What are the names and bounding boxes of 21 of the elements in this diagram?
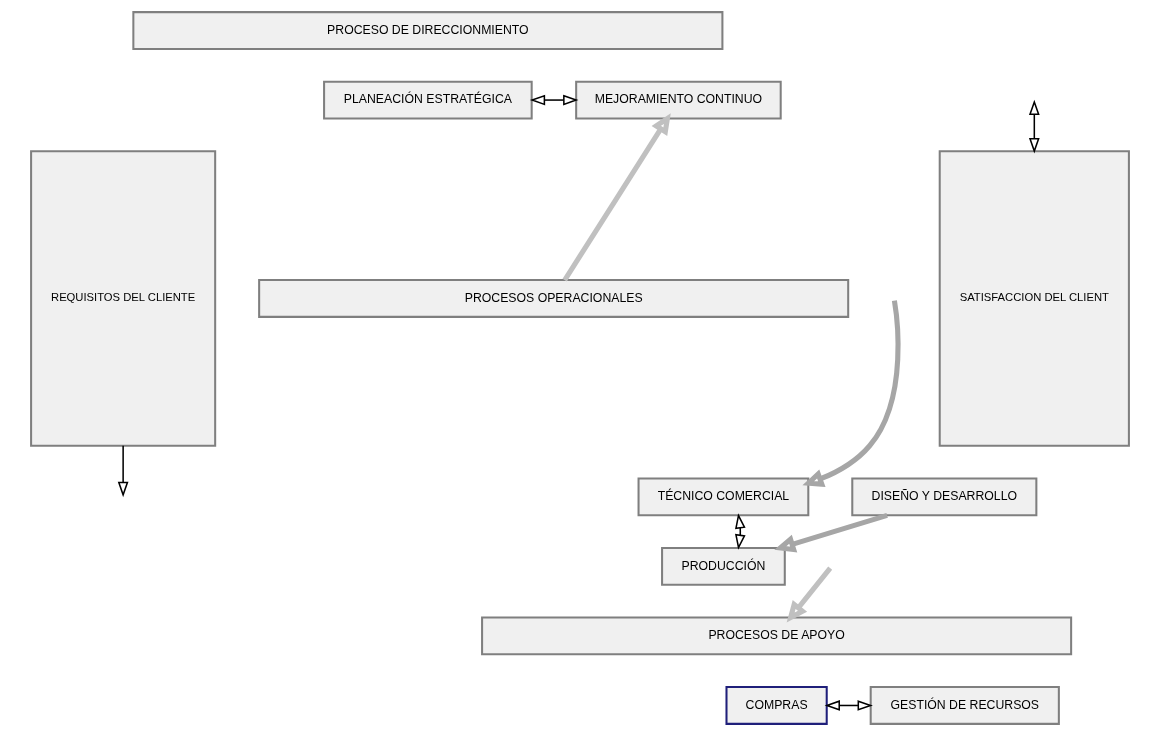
node-box: COMPRAS xyxy=(725,686,828,725)
arrow xyxy=(774,512,888,553)
node-box: REQUISITOS DEL CLIENTE xyxy=(30,150,217,447)
arrow xyxy=(117,445,129,498)
arrow xyxy=(529,94,579,106)
arrow xyxy=(734,513,746,550)
node-box: PROCESOS OPERACIONALES xyxy=(258,279,850,318)
arrow xyxy=(802,300,901,487)
arrow xyxy=(1028,99,1040,154)
node-box: PROCESO DE DIRECCIONMIENTO xyxy=(132,11,724,50)
node-box: MEJORAMIENTO CONTINUO xyxy=(575,80,782,120)
node-box: SATISFACCION DEL CLIENT xyxy=(938,150,1130,447)
arrow xyxy=(786,566,833,623)
arrow xyxy=(824,700,873,711)
node-box: TÉCNICO COMERCIAL xyxy=(637,477,810,517)
node-box: PRODUCCIÓN xyxy=(661,546,786,586)
arrow xyxy=(562,113,671,282)
node-box: PLANEACIÓN ESTRATÉGICA xyxy=(323,80,533,120)
node-box: DISEÑO Y DESARROLLO xyxy=(851,477,1038,517)
node-box: PROCESOS DE APOYO xyxy=(481,616,1073,656)
node-box: GESTIÓN DE RECURSOS xyxy=(869,686,1060,725)
